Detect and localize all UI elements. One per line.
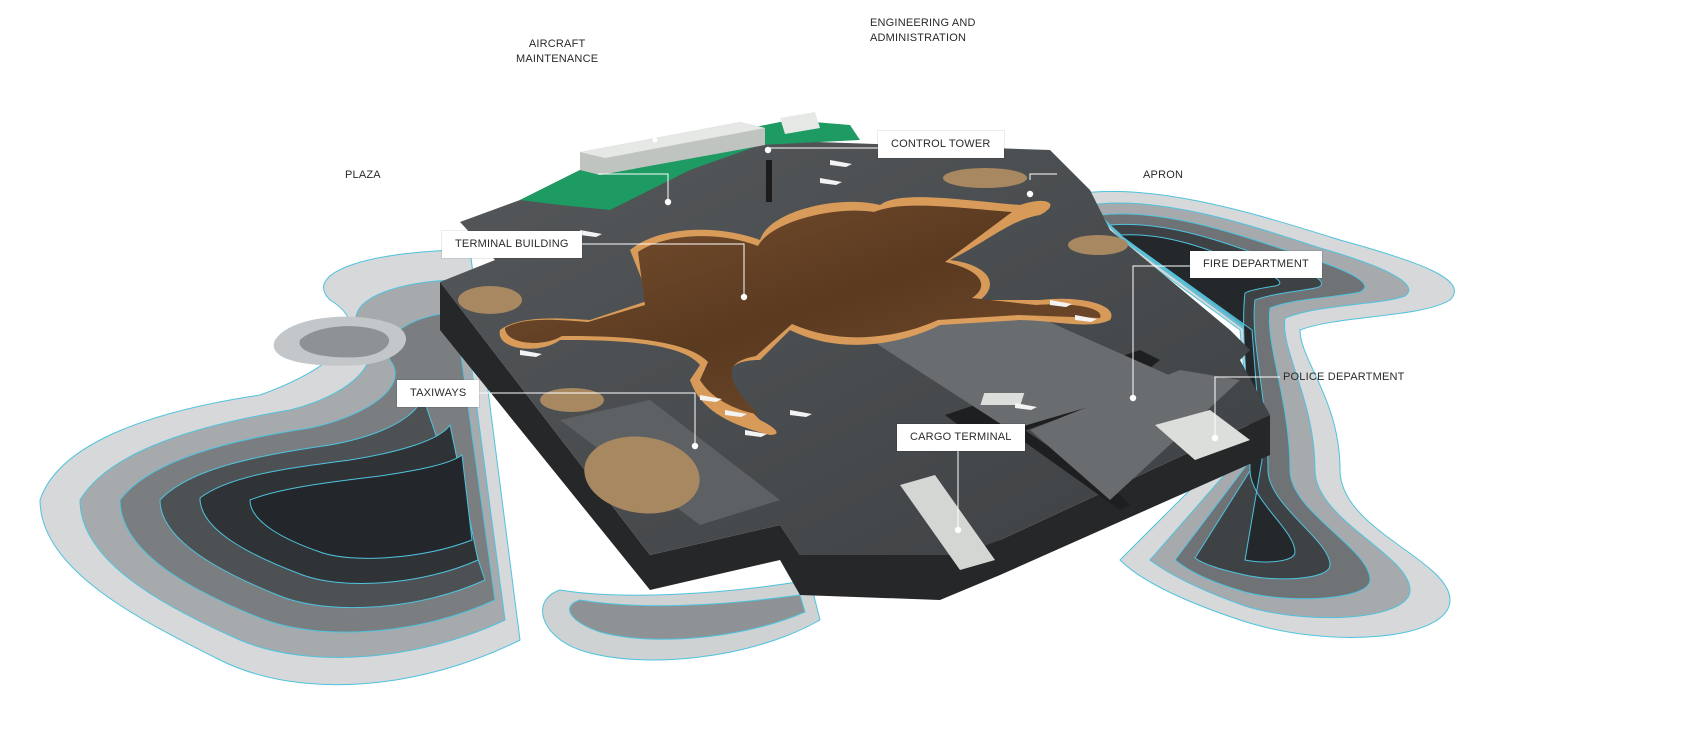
green-zone <box>520 120 860 210</box>
sand-patch <box>584 436 700 514</box>
label-plaza: PLAZA <box>345 169 381 181</box>
label-terminal-building: TERMINAL BUILDING <box>442 231 582 258</box>
control-tower <box>766 160 772 202</box>
fire-station <box>980 393 1025 405</box>
aircraft-markers <box>520 160 1097 437</box>
label-aircraft-maintenance: AIRCRAFT MAINTENANCE <box>516 38 599 65</box>
label-fire-department: FIRE DEPARTMENT <box>1190 251 1322 278</box>
leader-dots <box>652 137 1219 534</box>
leader-lines <box>462 147 1280 530</box>
label-engineering-administration: ENGINEERING AND ADMINISTRATION <box>870 17 976 44</box>
label-apron: APRON <box>1143 169 1184 181</box>
platform-side <box>440 282 1270 600</box>
airport-platform <box>440 112 1270 600</box>
police-station <box>1155 410 1250 460</box>
label-cargo-terminal: CARGO TERMINAL <box>897 424 1025 451</box>
label-control-tower: CONTROL TOWER <box>878 131 1004 158</box>
label-taxiways: TAXIWAYS <box>397 380 480 407</box>
admin-building <box>780 112 820 134</box>
terminal-building-shape <box>499 197 1112 435</box>
label-police-department: POLICE DEPARTMENT <box>1283 371 1405 383</box>
cargo-terminal-building <box>900 475 995 570</box>
